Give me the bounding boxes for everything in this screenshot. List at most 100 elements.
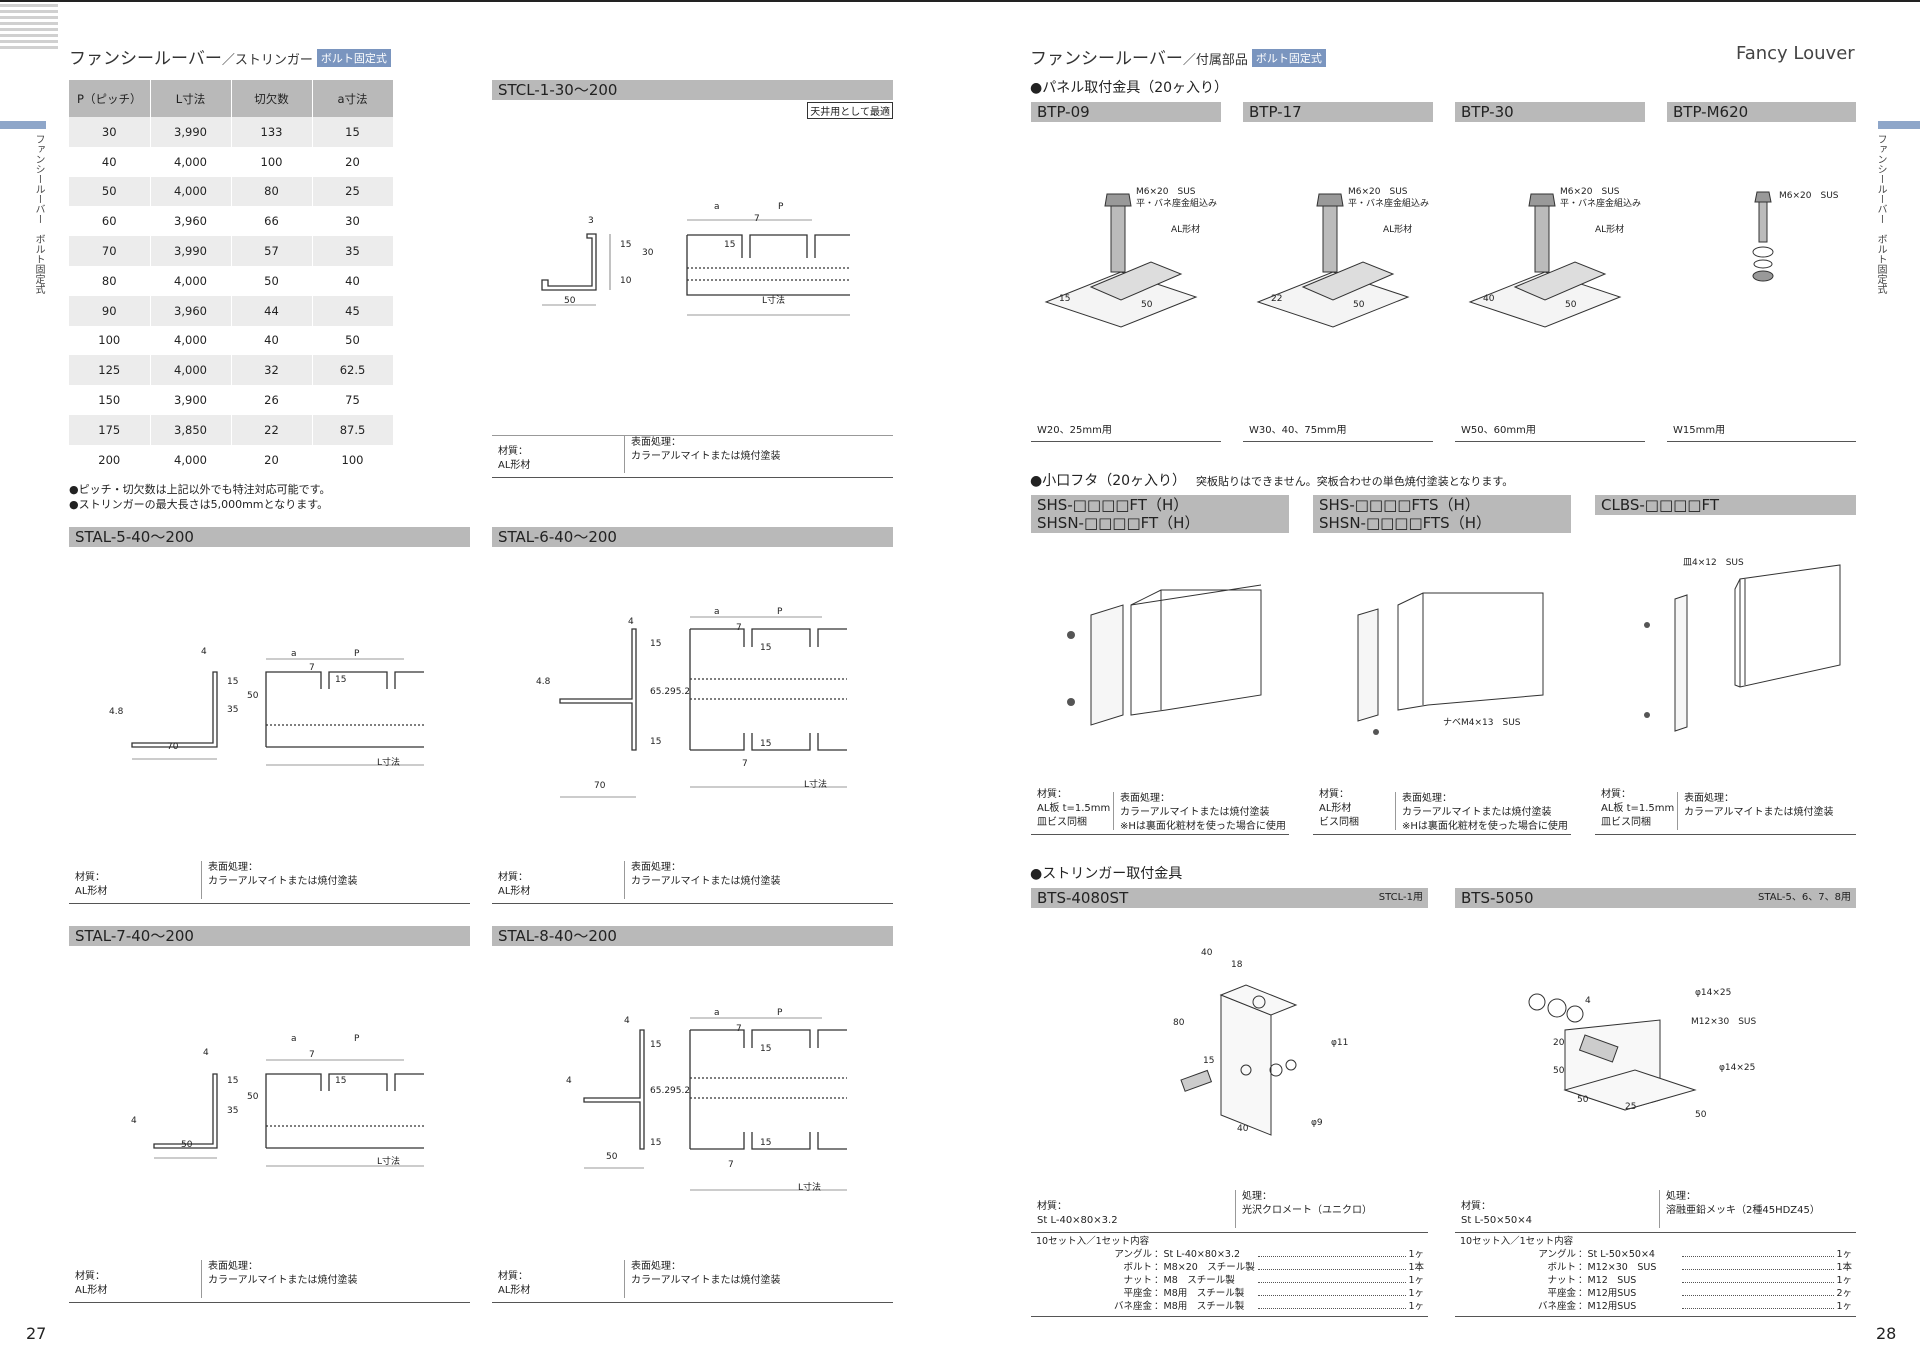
table-cell: 70	[69, 236, 151, 266]
dim-label: P	[777, 607, 783, 617]
table-cell: 50	[69, 176, 151, 207]
panel-stal8: STAL-8-40～200 50 4 4 15 65.2 95.2 15 a P…	[492, 926, 893, 1303]
right-side-label: ファンシールーバー ボルト固定式	[1875, 134, 1886, 294]
dim-label: 7	[742, 759, 748, 769]
dim-label: 65.2	[650, 687, 671, 697]
dim-label: L寸法	[798, 1183, 822, 1193]
dim-label: L寸法	[762, 296, 786, 306]
table-cell: 62.5	[312, 355, 394, 386]
dim-label: 50	[1577, 1095, 1589, 1105]
dim-label: 22	[1271, 294, 1283, 304]
usage-tag: 天井用として最適	[807, 102, 893, 119]
table-cell: 35	[312, 236, 394, 266]
stcl-drawing	[541, 219, 850, 316]
dim-label: 25	[1625, 1102, 1637, 1112]
btp-drawing-2	[1256, 193, 1410, 328]
right-side-tab	[1878, 121, 1920, 129]
dim-label: 50	[1353, 300, 1365, 310]
dim-label: 4	[203, 1048, 209, 1058]
table-cell: 32	[231, 355, 313, 386]
table-cell: 175	[69, 414, 151, 445]
panel-title: BTP-30	[1455, 102, 1645, 122]
dim-label: 50	[181, 1140, 193, 1150]
dim-label: 4	[628, 617, 634, 627]
bts1-drawing	[1180, 984, 1298, 1136]
cap1-drawing	[1067, 584, 1262, 726]
dim-label: P	[777, 1008, 783, 1018]
right-page-number: 28	[1876, 1324, 1897, 1343]
left-side-label: ファンシールーバー ボルト固定式	[33, 134, 44, 294]
table-cell: 15	[312, 117, 394, 147]
dim-label: 4	[131, 1116, 137, 1126]
bolt-label: M6×20 SUS	[1779, 191, 1839, 201]
table-cell: 4,000	[150, 265, 232, 296]
table-cell: 100	[69, 325, 151, 356]
table-cell: 150	[69, 385, 151, 415]
dim-label: P	[354, 649, 360, 659]
table-cell: 30	[312, 206, 394, 237]
left-badge: ボルト固定式	[316, 49, 391, 67]
dim-label: 4	[201, 647, 207, 657]
table-cell: 40	[69, 146, 151, 177]
dim-label: φ14×25	[1695, 988, 1732, 998]
dim-label: 50	[564, 296, 576, 306]
dim-label: 50	[1565, 300, 1577, 310]
btp-caption: W20、25mm用	[1037, 425, 1112, 436]
panel-stcl: STCL-1-30～200 天井用として最適 50 3 15 30 10 a P…	[492, 80, 893, 478]
right-page-title: ファンシールーバー／付属部品ボルト固定式	[1030, 44, 1326, 69]
dim-label: 4.8	[536, 677, 551, 687]
btp-drawing-4	[1752, 191, 1774, 282]
table-cell: 50	[312, 325, 394, 356]
panel-title: STCL-1-30～200	[492, 80, 893, 100]
dim-label: 7	[754, 214, 760, 224]
dim-label: 50	[1695, 1110, 1707, 1120]
panel-title: STAL-6-40～200	[492, 527, 893, 547]
panel-title: CLBS-□□□□FT	[1595, 495, 1856, 515]
al-label: AL形材	[1383, 225, 1413, 235]
dim-label: 15	[760, 643, 772, 653]
col-header: L寸法	[150, 80, 232, 117]
table-cell: 20	[231, 444, 313, 475]
table-cell: 100	[231, 146, 313, 177]
stal7-drawing	[153, 1059, 424, 1167]
table-cell: 4,000	[150, 176, 232, 207]
dim-label: a	[714, 1008, 720, 1018]
dim-label: φ14×25	[1719, 1063, 1756, 1073]
panel-title: SHS-□□□□FTS（H）SHSN-□□□□FTS（H）	[1313, 495, 1571, 533]
dim-label: 7	[728, 1160, 734, 1170]
washer-label: 平・バネ座金組込み	[1560, 199, 1642, 209]
header-stripes	[0, 4, 58, 52]
dim-label: 70	[594, 781, 606, 791]
dim-label: 15	[1203, 1056, 1215, 1066]
table-cell: 57	[231, 236, 313, 266]
btp-caption: W30、40、75mm用	[1249, 425, 1347, 436]
dim-label: 80	[1173, 1018, 1185, 1028]
dim-label: 65.2	[650, 1086, 671, 1096]
dim-label: 20	[1553, 1038, 1565, 1048]
panel-title: BTP-09	[1031, 102, 1221, 122]
dim-label: 18	[1231, 960, 1243, 970]
al-label: AL形材	[1171, 225, 1201, 235]
table-cell: 4,000	[150, 325, 232, 356]
left-page-title: ファンシールーバー／ストリンガーボルト固定式	[69, 44, 391, 69]
table-cell: 3,990	[150, 117, 232, 147]
panel-cap-1: SHS-□□□□FT（H）SHSN-□□□□FT（H） 材質：AL板 t=1.5…	[1031, 495, 1289, 835]
dim-label: 50	[606, 1152, 618, 1162]
dim-label: L寸法	[804, 780, 828, 790]
table-cell: 3,850	[150, 414, 232, 445]
end-cap-heading: ●小口フタ（20ヶ入り）突板貼りはできません。突板合わせの単色焼付塗装となります…	[1030, 473, 1514, 489]
